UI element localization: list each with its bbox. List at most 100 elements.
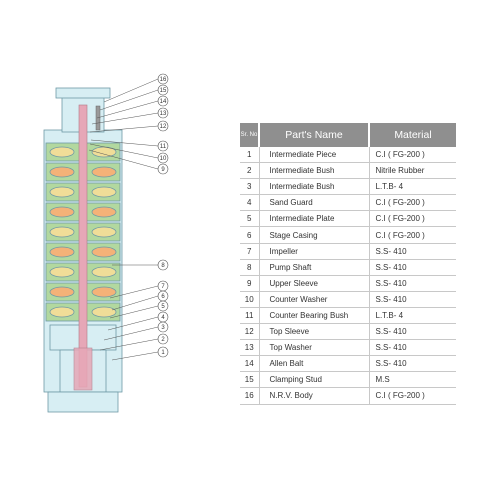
callout-leader-line: [99, 89, 159, 111]
header-part-name: Part's Name: [259, 123, 370, 147]
callout-number: 1: [161, 350, 165, 356]
row-number: 4: [240, 194, 260, 212]
callout-leader-line: [90, 139, 159, 147]
callout-leader-line: [109, 305, 159, 319]
row-number: 3: [240, 178, 260, 196]
clamping-stud: [95, 105, 101, 131]
callout-number: 6: [161, 294, 165, 300]
callout-circle: [157, 140, 169, 152]
callout-leader-line: [103, 326, 159, 341]
pump-shaft: [78, 104, 88, 388]
material: S.S- 410: [369, 259, 456, 276]
row-number: 1: [240, 147, 260, 164]
material: L.T.B- 4: [369, 307, 456, 325]
callout-leader-line: [103, 78, 159, 103]
base-coupling: [47, 391, 119, 413]
impeller-vane-left: [49, 186, 75, 198]
callout-leader-line: [89, 143, 159, 159]
impeller-vane-left: [49, 246, 75, 258]
header-material: Material: [369, 123, 456, 147]
callout-circle: [157, 163, 169, 175]
callout-number: 3: [161, 325, 165, 331]
material: L.T.B- 4: [369, 178, 456, 196]
callout-leader-line: [88, 149, 159, 170]
callout-number: 12: [160, 124, 167, 130]
impeller-vane-left: [49, 286, 75, 298]
material: C.I ( FG-200 ): [369, 194, 456, 212]
impeller-vane-left: [49, 146, 75, 158]
material: S.S- 410: [369, 243, 456, 260]
row-number: 8: [240, 259, 260, 276]
callout-number: 7: [161, 284, 165, 290]
callout-leader-line: [99, 338, 159, 351]
impeller-vane-left: [49, 306, 75, 318]
callout-number: 2: [161, 337, 165, 343]
callout-number: 4: [161, 315, 165, 321]
part-name: Counter Washer: [259, 291, 370, 308]
callout-leader-line: [111, 351, 159, 361]
impeller-vane-right: [91, 206, 117, 218]
impeller-vane-left: [49, 166, 75, 178]
part-name: Upper Sleeve: [259, 275, 370, 292]
callout-number: 10: [160, 156, 167, 162]
impeller-vane-right: [91, 306, 117, 318]
material: C.I ( FG-200 ): [369, 147, 456, 164]
impeller-vane-left: [49, 226, 75, 238]
material: S.S- 410: [369, 291, 456, 308]
callout-number: 5: [161, 304, 165, 310]
callout-circle: [157, 107, 169, 119]
callout-number: 14: [160, 99, 167, 105]
row-number: 9: [240, 275, 260, 292]
material: S.S- 410: [369, 275, 456, 292]
callout-number: 16: [160, 77, 167, 83]
intermediate-bush: [73, 347, 93, 391]
table-header-row: Sr. No Part's Name Material: [240, 123, 456, 147]
row-number: 11: [240, 307, 260, 325]
impeller-vane-right: [91, 286, 117, 298]
callout-leader-line: [91, 112, 159, 125]
impeller-vane-right: [91, 166, 117, 178]
callout-circle: [157, 152, 169, 164]
row-number: 12: [240, 323, 260, 341]
part-name: Intermediate Bush: [259, 162, 370, 180]
impeller-vane-right: [91, 266, 117, 278]
callout-circle: [157, 84, 169, 96]
part-name: Impeller: [259, 243, 370, 260]
callout-number: 11: [160, 144, 167, 150]
material: M.S: [369, 371, 456, 389]
material: C.I ( FG-200 ): [369, 210, 456, 228]
material: C.I ( FG-200 ): [369, 387, 456, 405]
callout-number: 8: [161, 263, 165, 269]
callout-circle: [157, 300, 169, 312]
row-number: 6: [240, 226, 260, 244]
callout-circle: [157, 259, 169, 271]
row-number: 14: [240, 355, 260, 373]
material: S.S- 410: [369, 355, 456, 373]
impeller-vane-right: [91, 186, 117, 198]
material: C.I ( FG-200 ): [369, 226, 456, 244]
part-name: Top Washer: [259, 339, 370, 357]
row-number: 15: [240, 371, 260, 389]
part-name: Intermediate Piece: [259, 147, 370, 164]
material: S.S- 410: [369, 323, 456, 341]
row-number: 2: [240, 162, 260, 180]
part-name: Sand Guard: [259, 194, 370, 212]
